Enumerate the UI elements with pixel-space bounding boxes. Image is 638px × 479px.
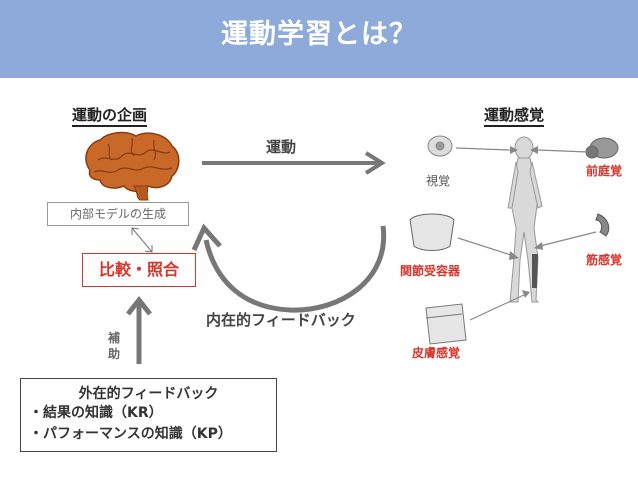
motor-planning-heading: 運動の企画 (72, 106, 148, 127)
eye-icon (427, 135, 453, 157)
page-title: 運動学習とは？ (221, 19, 417, 50)
muscle-sense-label: 筋感覚 (586, 253, 623, 267)
external-feedback-title: 外在的フィードバック (78, 386, 219, 402)
internal-model-box: 内部モデルの生成 (47, 202, 189, 226)
title-bar: 運動学習とは？ (0, 0, 638, 78)
external-feedback-item-kp: ・パフォーマンスの知識（KP） (29, 426, 232, 442)
inner-ear-icon (585, 137, 619, 159)
external-feedback-box: 外在的フィードバック ・結果の知識（KR） ・パフォーマンスの知識（KP） (20, 378, 277, 452)
skin-icon (425, 303, 467, 345)
vestibular-label: 前庭覚 (586, 164, 623, 178)
motion-label: 運動 (266, 138, 297, 156)
joint-receptor-label: 関節受容器 (400, 264, 461, 278)
vision-label: 視覚 (426, 174, 451, 188)
assist-arrow-icon (126, 295, 152, 364)
internal-feedback-arrow-icon (191, 223, 387, 313)
muscle-icon (595, 213, 610, 237)
brain-icon (85, 131, 180, 201)
bidirectional-arrow-icon (131, 227, 153, 253)
human-body-icon (507, 136, 543, 303)
assist-label: 補 助 (108, 331, 121, 361)
body-sensory-illustration (409, 135, 619, 345)
skin-sense-label: 皮膚感覚 (412, 346, 461, 360)
kinesthesia-heading: 運動感覚 (484, 106, 545, 127)
external-feedback-item-kr: ・結果の知識（KR） (29, 405, 163, 421)
joint-icon (409, 213, 455, 251)
motion-arrow-icon (202, 151, 386, 175)
compare-box: 比較・照合 (82, 253, 196, 287)
internal-feedback-label: 内在的フィードバック (206, 311, 356, 329)
